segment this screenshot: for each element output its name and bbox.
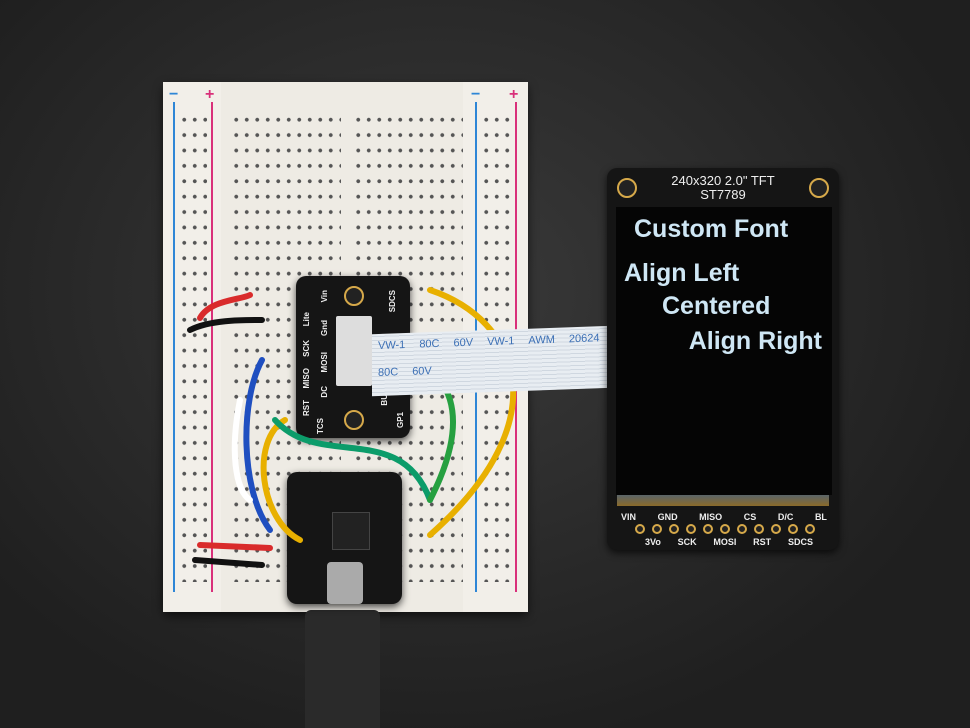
pin-label: CS (743, 512, 757, 522)
mcu-chip (332, 512, 370, 550)
pin-label: MOSI (713, 537, 737, 547)
pin-label: VIN (621, 512, 637, 522)
display-driver: ST7789 (700, 187, 746, 202)
ribbon-marking: 80C (378, 366, 399, 379)
pin-label: BL (814, 512, 827, 522)
pin-label: 3Vo (645, 537, 661, 547)
plus-label: + (205, 86, 215, 103)
minus-label: − (471, 86, 481, 103)
ribbon-cable: VW-1 80C 60V VW-1 AWM 20624 80C 60V (372, 325, 612, 397)
display-title: 240x320 2.0" TFT (671, 173, 775, 188)
fpc-connector (336, 316, 372, 386)
ribbon-marking: 80C (419, 337, 440, 351)
left-power-rail: − + (163, 82, 221, 612)
ribbon-marking: 60V (412, 365, 432, 378)
qt-py-microcontroller (287, 472, 402, 604)
ribbon-marking: AWM (528, 333, 555, 347)
pin-label: MISO (699, 512, 723, 522)
pin-label: RST (753, 537, 772, 547)
ribbon-marking: 20624 (568, 332, 600, 346)
ribbon-marking: VW-1 (378, 339, 406, 352)
eyespi-adapter-board: Lite SCK MISO MOSI RST TCS Vin Gnd SDCS … (296, 276, 410, 438)
usb-cable (305, 610, 380, 728)
pin-label: SDCS (787, 537, 813, 547)
pin-label: GND (657, 512, 678, 522)
usb-c-port (327, 562, 363, 604)
pin-label: SCK (677, 537, 697, 547)
plus-label: + (509, 86, 519, 103)
ribbon-marking: 60V (453, 336, 474, 350)
ribbon-marking: VW-1 (487, 335, 515, 349)
tft-screen: Custom Font Align Left Centered Align Ri… (616, 207, 832, 495)
screen-text-centered: Centered (662, 292, 771, 320)
screen-text-align-left: Align Left (624, 259, 740, 287)
pin-label: D/C (777, 512, 794, 522)
minus-label: − (169, 86, 179, 103)
screen-text-align-right: Align Right (688, 327, 822, 355)
screen-text-custom-font: Custom Font (634, 215, 789, 243)
